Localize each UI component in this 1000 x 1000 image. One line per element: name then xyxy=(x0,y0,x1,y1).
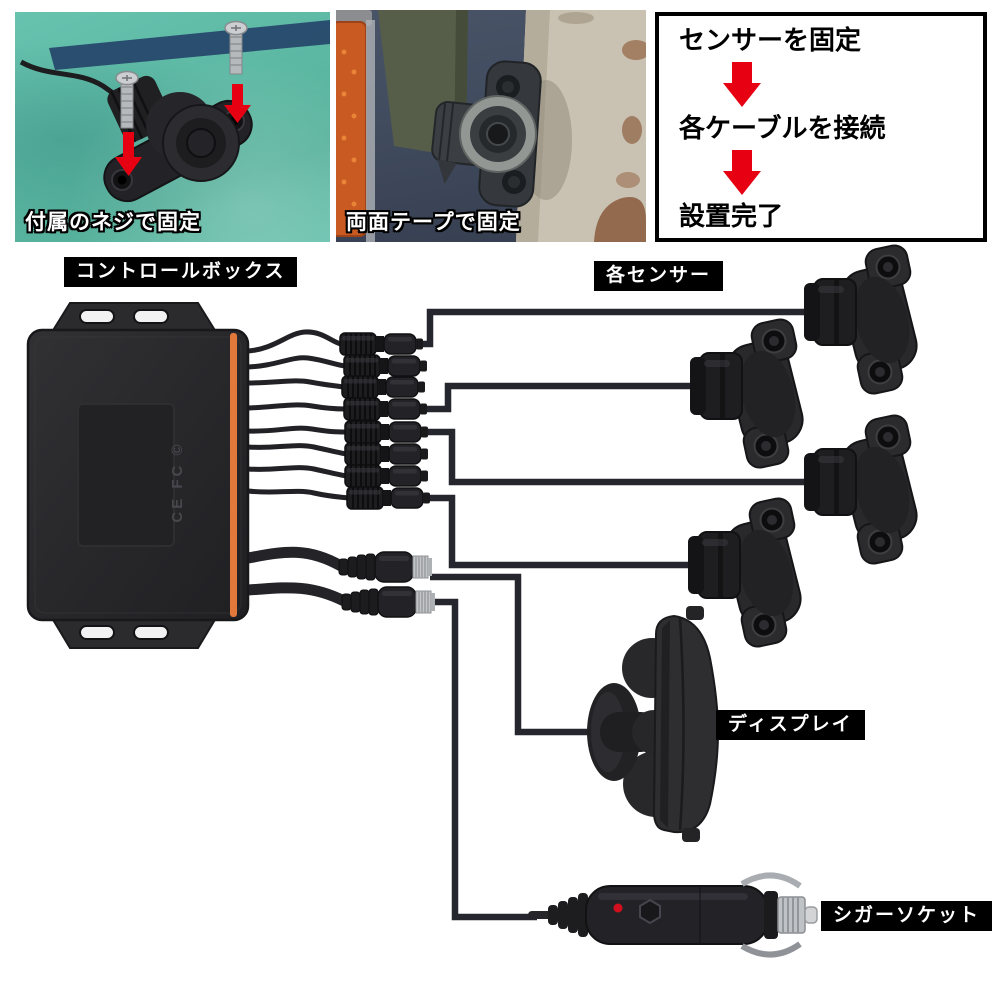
sensor-1 xyxy=(803,242,923,397)
wire-sensor-3 xyxy=(426,428,808,486)
down-arrow-icon xyxy=(723,150,761,195)
sensor-4 xyxy=(687,495,807,650)
step-2-label: 各ケーブルを接続 xyxy=(679,113,886,143)
sensor-plug-1 xyxy=(339,332,424,356)
screw-left xyxy=(115,70,139,129)
rust-patch-1 xyxy=(622,40,646,60)
control-box-certification-text: CE FC © xyxy=(169,441,186,522)
side-clip-top xyxy=(740,872,802,889)
installation-steps-box: センサーを固定 各ケーブルを接続 設置完了 xyxy=(655,12,987,242)
post-scratch xyxy=(558,12,594,24)
screw-photo-art xyxy=(19,20,330,203)
control-box-bevel xyxy=(34,336,242,614)
monitor-tab-top xyxy=(686,606,704,620)
monitor-seam xyxy=(678,617,685,831)
monitor-tab-bottom xyxy=(682,828,700,842)
strain-relief xyxy=(548,905,558,925)
cigar-plug xyxy=(528,872,818,958)
cigar-cable xyxy=(528,911,554,919)
sensor-plug-4 xyxy=(343,397,428,421)
sensors-label: 各センサー xyxy=(594,261,724,291)
sensor-plug-3 xyxy=(341,375,426,399)
wiring-lines xyxy=(421,308,808,921)
display-plug xyxy=(338,551,433,583)
knurl-lines xyxy=(782,897,799,933)
rust-patch-2 xyxy=(622,116,642,144)
down-arrow-icon xyxy=(723,62,761,107)
screw-hole-left-center xyxy=(117,175,127,185)
sensor-cables xyxy=(245,329,351,501)
bench-edge xyxy=(49,20,330,70)
screw-photo: 付属のネジで固定 xyxy=(15,12,330,242)
wire-display xyxy=(430,573,592,736)
sensor-face-center xyxy=(486,122,510,146)
sensor-plug-2 xyxy=(343,354,428,378)
red-down-arrow-icon xyxy=(115,84,251,176)
rust-patch-3 xyxy=(616,172,640,188)
sensor-plug-5 xyxy=(344,420,429,444)
wire-cigar-socket xyxy=(433,598,537,921)
wing-slot xyxy=(133,625,169,640)
side-clip-bottom xyxy=(740,941,802,958)
bracket-recess-top-inner xyxy=(502,81,514,93)
screw-hole-left-ring xyxy=(111,169,133,191)
wire-sensor-1 xyxy=(421,308,808,348)
rust-patch-4 xyxy=(594,196,646,242)
sensor-plug-6 xyxy=(344,442,429,466)
tape-photo: 両面テープで固定 xyxy=(336,10,646,242)
strain-relief xyxy=(568,897,578,933)
strain-relief xyxy=(578,893,588,937)
control-box-screen xyxy=(77,403,175,547)
tape-photo-caption: 両面テープで固定 xyxy=(346,211,521,234)
wire-sensor-4 xyxy=(428,494,694,569)
cigar-socket-label: シガーソケット xyxy=(821,901,993,931)
power-plug xyxy=(341,586,436,618)
control-box: CE FC © xyxy=(26,302,250,649)
display-unit xyxy=(587,606,720,842)
sensor-plug-8 xyxy=(346,486,431,510)
wing-slot xyxy=(79,625,115,640)
screw-right xyxy=(224,20,248,75)
monitor-back xyxy=(652,614,720,834)
wire-sensor-2 xyxy=(424,382,696,413)
orange-reflector xyxy=(336,10,375,242)
monitor-bezel-edge xyxy=(660,620,670,828)
tape-photo-art xyxy=(336,10,646,242)
screw-photo-caption: 付属のネジで固定 xyxy=(25,211,201,234)
step-3-label: 設置完了 xyxy=(679,201,784,231)
sensor-2 xyxy=(689,316,809,471)
sensor-3 xyxy=(803,412,923,567)
bracket-recess-bottom-inner xyxy=(508,176,520,188)
control-box-label: コントロールボックス xyxy=(64,257,298,287)
step-1-label: センサーを固定 xyxy=(679,25,862,55)
display-label: ディスプレイ xyxy=(716,710,865,740)
brand-emblem xyxy=(639,898,661,925)
orange-stripe xyxy=(230,333,237,617)
sensor-face-center xyxy=(186,128,216,158)
front-collar xyxy=(764,891,778,939)
body-highlight xyxy=(598,893,748,900)
sensor-plug-7 xyxy=(344,464,429,488)
power-led xyxy=(613,903,623,913)
contact-pin xyxy=(804,906,818,924)
strain-relief xyxy=(558,901,568,929)
wing-slot xyxy=(133,309,169,324)
wing-slot xyxy=(79,309,115,324)
power-video-cables xyxy=(242,546,350,607)
